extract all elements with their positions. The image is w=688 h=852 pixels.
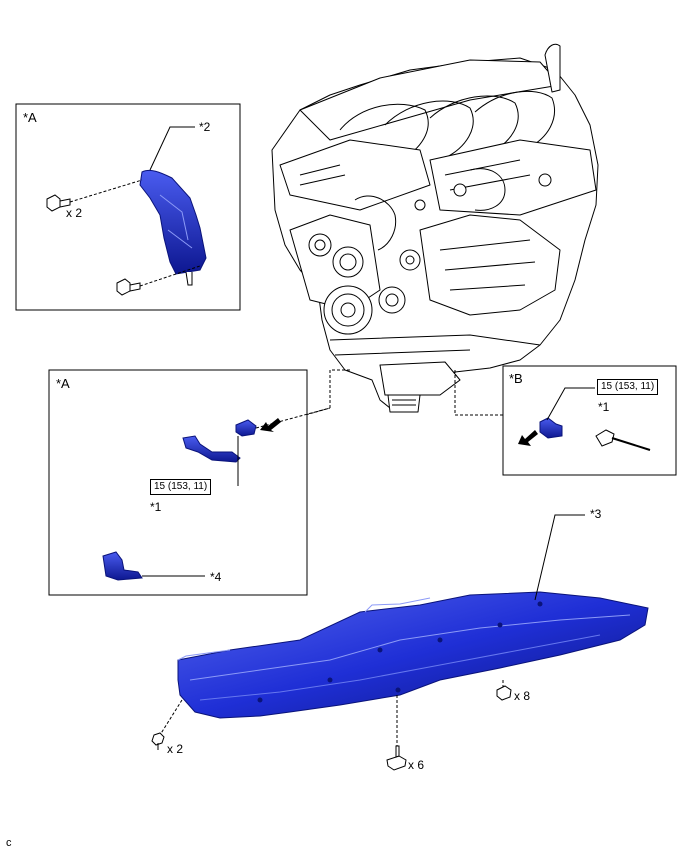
torque-spec-b: 15 (153, 11) xyxy=(597,379,659,395)
cover-lip xyxy=(177,649,231,661)
arrow-icon xyxy=(518,430,538,446)
cover-holes xyxy=(257,601,543,703)
heat-insulator-highlight xyxy=(159,194,193,249)
cover-lip xyxy=(364,597,431,613)
sensor-leader-a xyxy=(255,407,331,429)
callout-3: *3 xyxy=(590,507,602,521)
bolt-icon xyxy=(151,732,165,750)
bolt-icon xyxy=(116,278,141,296)
bolt-leader-top xyxy=(69,179,143,203)
cover-ridge xyxy=(199,634,601,701)
bolt-icon xyxy=(386,745,407,771)
engine-assembly xyxy=(271,43,599,413)
sensor-wire-icon xyxy=(595,429,651,451)
arrow-icon xyxy=(260,418,281,432)
cover-ridge xyxy=(189,614,631,681)
quantity-x2-bottom: x 2 xyxy=(167,742,184,756)
callout-a-top: *A xyxy=(23,110,37,125)
knock-sensor-b-part xyxy=(539,417,563,439)
callout-a-mid: *A xyxy=(56,376,70,391)
torque-spec-a: 15 (153, 11) xyxy=(150,479,212,495)
bolt-icon xyxy=(46,194,71,212)
knock-sensor-part xyxy=(235,419,257,437)
callout-1-b: *1 xyxy=(598,400,610,414)
engine-leaders xyxy=(269,369,541,429)
callout-2: *2 xyxy=(199,120,211,134)
callout-b: *B xyxy=(509,371,523,386)
callout-1-a: *1 xyxy=(150,500,162,514)
heat-insulator-tab xyxy=(185,271,193,286)
bolt-leader-bottom xyxy=(139,265,201,287)
quantity-x6: x 6 xyxy=(408,758,425,772)
leader-1-b xyxy=(546,387,595,421)
bolt-icon xyxy=(496,685,512,701)
harness-connector-part xyxy=(182,435,241,463)
under-cover-part xyxy=(177,591,649,719)
leader-3 xyxy=(534,514,585,601)
leader-2 xyxy=(149,126,195,171)
quantity-x2-top: x 2 xyxy=(66,206,83,220)
callout-4: *4 xyxy=(210,570,222,584)
corner-mark: c xyxy=(6,837,12,849)
quantity-x8: x 8 xyxy=(514,689,531,703)
bracket-part xyxy=(102,551,143,581)
heat-insulator-part xyxy=(139,169,207,275)
